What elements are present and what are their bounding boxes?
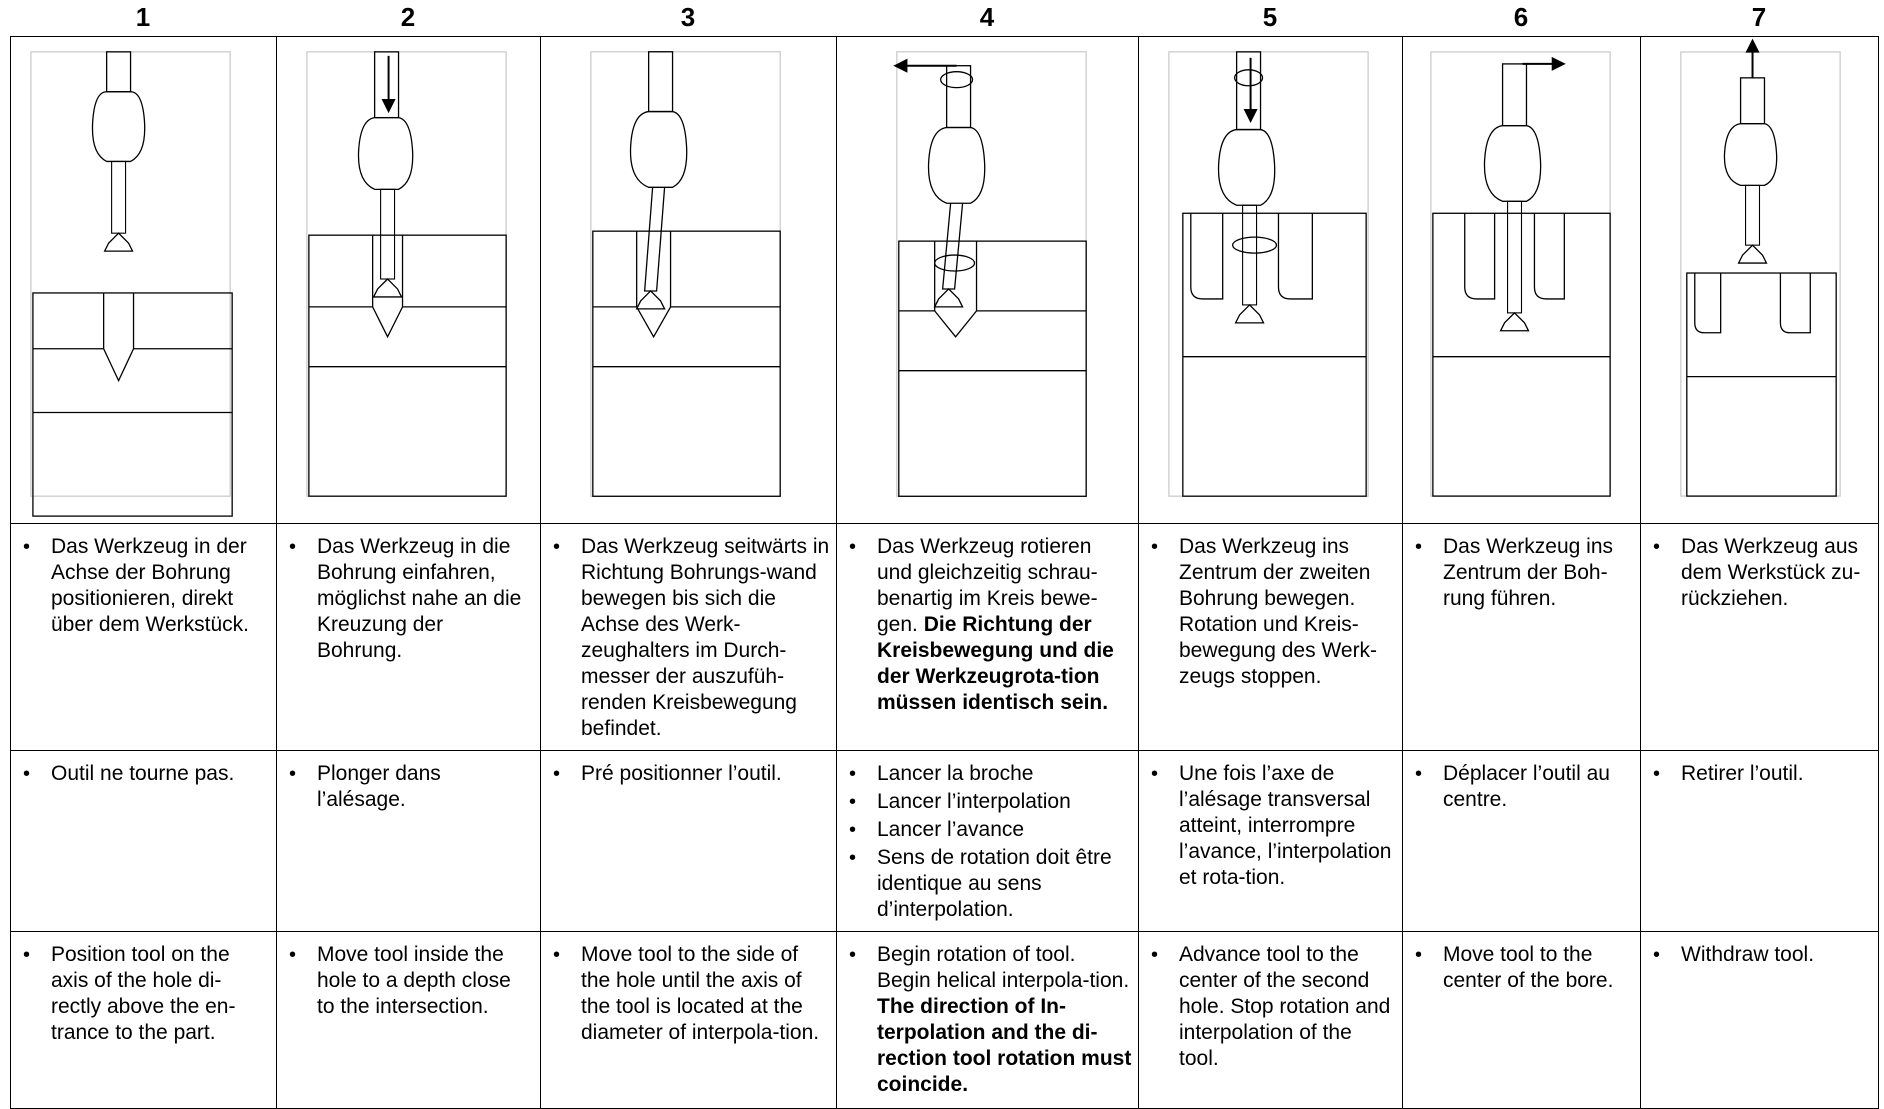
helical-interpolation-diagram (893, 51, 1087, 497)
step-5-illustration (1138, 36, 1403, 524)
french-instructions-row: •Outil ne tourne pas. •Plonger dans l’al… (10, 750, 1879, 932)
instruction-text: Plonger dans l’alésage. (317, 762, 441, 811)
withdraw-tool-diagram (1680, 38, 1841, 497)
instruction-text: Move tool to the side of the hole until … (581, 943, 820, 1044)
step-1-illustration (10, 36, 277, 524)
cross-bore-intersection-diagram (1168, 51, 1369, 497)
english-instructions-row: •Position tool on the axis of the hole d… (10, 931, 1879, 1109)
step-4-illustration (836, 36, 1139, 524)
step-number: 6 (1513, 2, 1529, 32)
instruction-text: Advance tool to the center of the second… (1179, 943, 1391, 1070)
instruction-text: Lancer l’avance (877, 818, 1025, 841)
step-number: 3 (680, 2, 696, 32)
offset-to-wall-diagram (590, 51, 781, 497)
instruction-text: Das Werkzeug rotieren und gleichzeitig s… (877, 535, 1098, 636)
instruction-text: Das Werkzeug in der Achse der Bohrung po… (51, 535, 250, 636)
illustration-row (10, 36, 1879, 524)
instruction-text: Une fois l’axe de l’alésage transversal … (1179, 762, 1392, 889)
step-6-illustration (1402, 36, 1641, 524)
instruction-warning: The direction of In-terpolation and the … (877, 995, 1132, 1096)
instruction-text: Withdraw tool. (1681, 943, 1815, 966)
instruction-text: Begin rotation of tool. Begin helical in… (877, 943, 1130, 992)
instruction-text: Sens de rotation doit être identique au … (877, 846, 1112, 921)
procedure-table: •Das Werkzeug in der Achse der Bohrung p… (10, 36, 1879, 1109)
step-number: 2 (400, 2, 416, 32)
step-7-illustration (1640, 36, 1879, 524)
tool-above-part-diagram (30, 51, 233, 517)
instruction-text: Das Werkzeug seitwärts in Richtung Bohru… (581, 535, 830, 740)
instruction-text: Das Werkzeug ins Zentrum der Boh-rung fü… (1443, 535, 1614, 610)
step-number: 5 (1262, 2, 1278, 32)
instruction-text: Pré positionner l’outil. (581, 762, 782, 785)
plunge-into-bore-diagram (306, 51, 507, 497)
instruction-text: Déplacer l’outil au centre. (1443, 762, 1610, 811)
step-number: 7 (1751, 2, 1767, 32)
instruction-text: Position tool on the axis of the hole di… (51, 943, 236, 1044)
move-to-center-diagram (1430, 51, 1611, 497)
instruction-warning: Die Richtung der Kreisbewegung und die d… (877, 613, 1114, 714)
instruction-text: Das Werkzeug in die Bohrung einfahren, m… (317, 535, 522, 662)
step-number-header: 1 2 3 4 5 6 7 (10, 0, 1878, 34)
instruction-text: Move tool inside the hole to a depth clo… (317, 943, 511, 1018)
instruction-text: Outil ne tourne pas. (51, 762, 235, 785)
instruction-text: Retirer l’outil. (1681, 762, 1804, 785)
instruction-text: Lancer l’interpolation (877, 790, 1071, 813)
step-3-illustration (540, 36, 837, 524)
instruction-text: Move tool to the center of the bore. (1443, 943, 1614, 992)
step-number: 4 (979, 2, 995, 32)
step-2-illustration (276, 36, 541, 524)
step-number: 1 (135, 2, 151, 32)
german-instructions-row: •Das Werkzeug in der Achse der Bohrung p… (10, 523, 1879, 751)
instruction-text: Das Werkzeug ins Zentrum der zweiten Boh… (1179, 535, 1378, 688)
instruction-text: Lancer la broche (877, 762, 1034, 785)
instruction-text: Das Werkzeug aus dem Werkstück zu-rückzi… (1681, 535, 1861, 610)
